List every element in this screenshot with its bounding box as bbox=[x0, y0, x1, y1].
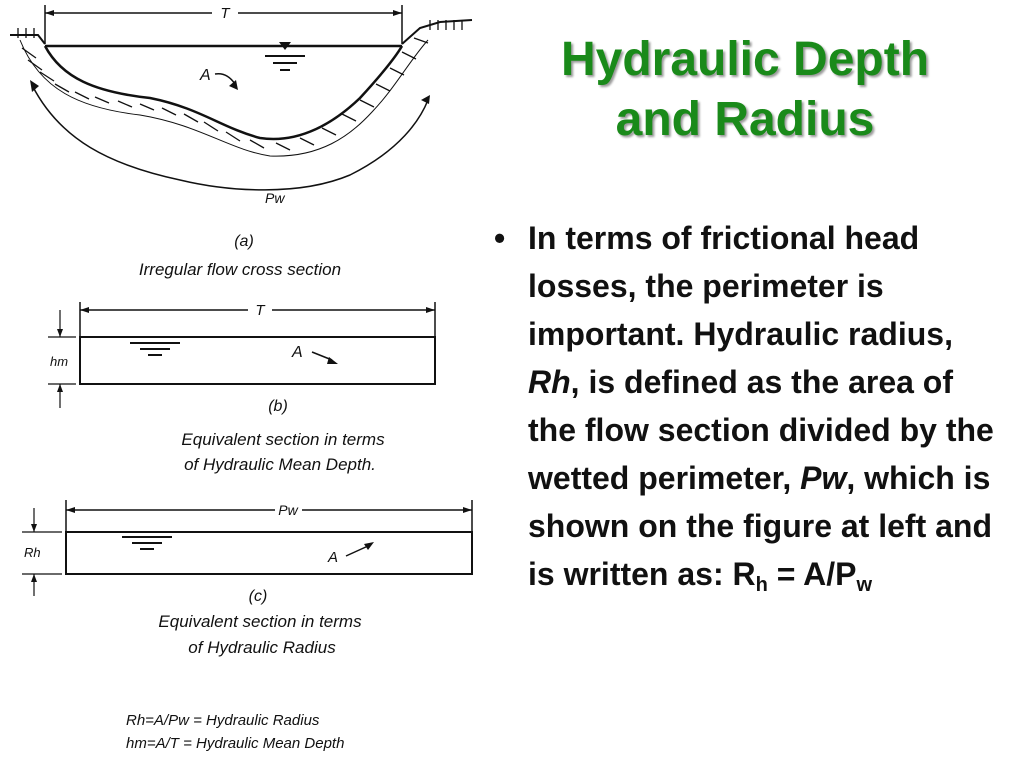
hydraulic-section-figure: T A Pw (a) Irregular flow cross section … bbox=[10, 5, 473, 752]
caption-c-letter: (c) bbox=[249, 588, 268, 605]
bullet-text-rh: Rh bbox=[528, 364, 571, 400]
bullet-text-pw: Pw bbox=[800, 460, 847, 496]
caption-b-line2: of Hydraulic Mean Depth. bbox=[184, 455, 376, 474]
bullet-text: In terms of frictional head losses, the … bbox=[528, 214, 994, 598]
label-b-A: A bbox=[291, 344, 303, 361]
bullet-text-sub-w: w bbox=[856, 574, 873, 596]
slide-title: Hydraulic Depth and Radius bbox=[490, 30, 1000, 150]
bullet-text-sub-h: h bbox=[755, 574, 768, 596]
title-line-1: Hydraulic Depth bbox=[560, 33, 930, 86]
bullet-text-part4: = A/P bbox=[767, 556, 857, 592]
bullet-dot-icon: • bbox=[494, 220, 506, 256]
label-b-hm: hm bbox=[50, 354, 68, 369]
label-a-T: T bbox=[220, 5, 231, 22]
label-b-T: T bbox=[255, 302, 266, 319]
bullet-text-part1: In terms of frictional head losses, the … bbox=[528, 220, 953, 352]
caption-a-letter: (a) bbox=[234, 233, 254, 250]
caption-b-line1: Equivalent section in terms bbox=[181, 430, 385, 449]
caption-b-letter: (b) bbox=[268, 398, 288, 415]
bullet-point: • In terms of frictional head losses, th… bbox=[494, 214, 994, 598]
formula-hm: hm=A/T = Hydraulic Mean Depth bbox=[126, 735, 344, 752]
title-line-2: and Radius bbox=[615, 93, 875, 146]
formula-rh: Rh=A/Pw = Hydraulic Radius bbox=[126, 712, 320, 729]
label-c-Rh: Rh bbox=[24, 545, 41, 560]
label-c-A: A bbox=[327, 549, 338, 566]
label-a-A: A bbox=[199, 67, 211, 84]
label-c-Pw: Pw bbox=[278, 502, 298, 518]
caption-a: Irregular flow cross section bbox=[139, 260, 341, 279]
caption-c-line2: of Hydraulic Radius bbox=[188, 638, 336, 657]
bullet-text-part2: , is defined as the area of the flow sec… bbox=[528, 364, 994, 496]
caption-c-line1: Equivalent section in terms bbox=[158, 612, 362, 631]
label-a-Pw: Pw bbox=[265, 190, 285, 206]
bullet-text-part3: , which is shown on the figure at left a… bbox=[528, 460, 992, 592]
